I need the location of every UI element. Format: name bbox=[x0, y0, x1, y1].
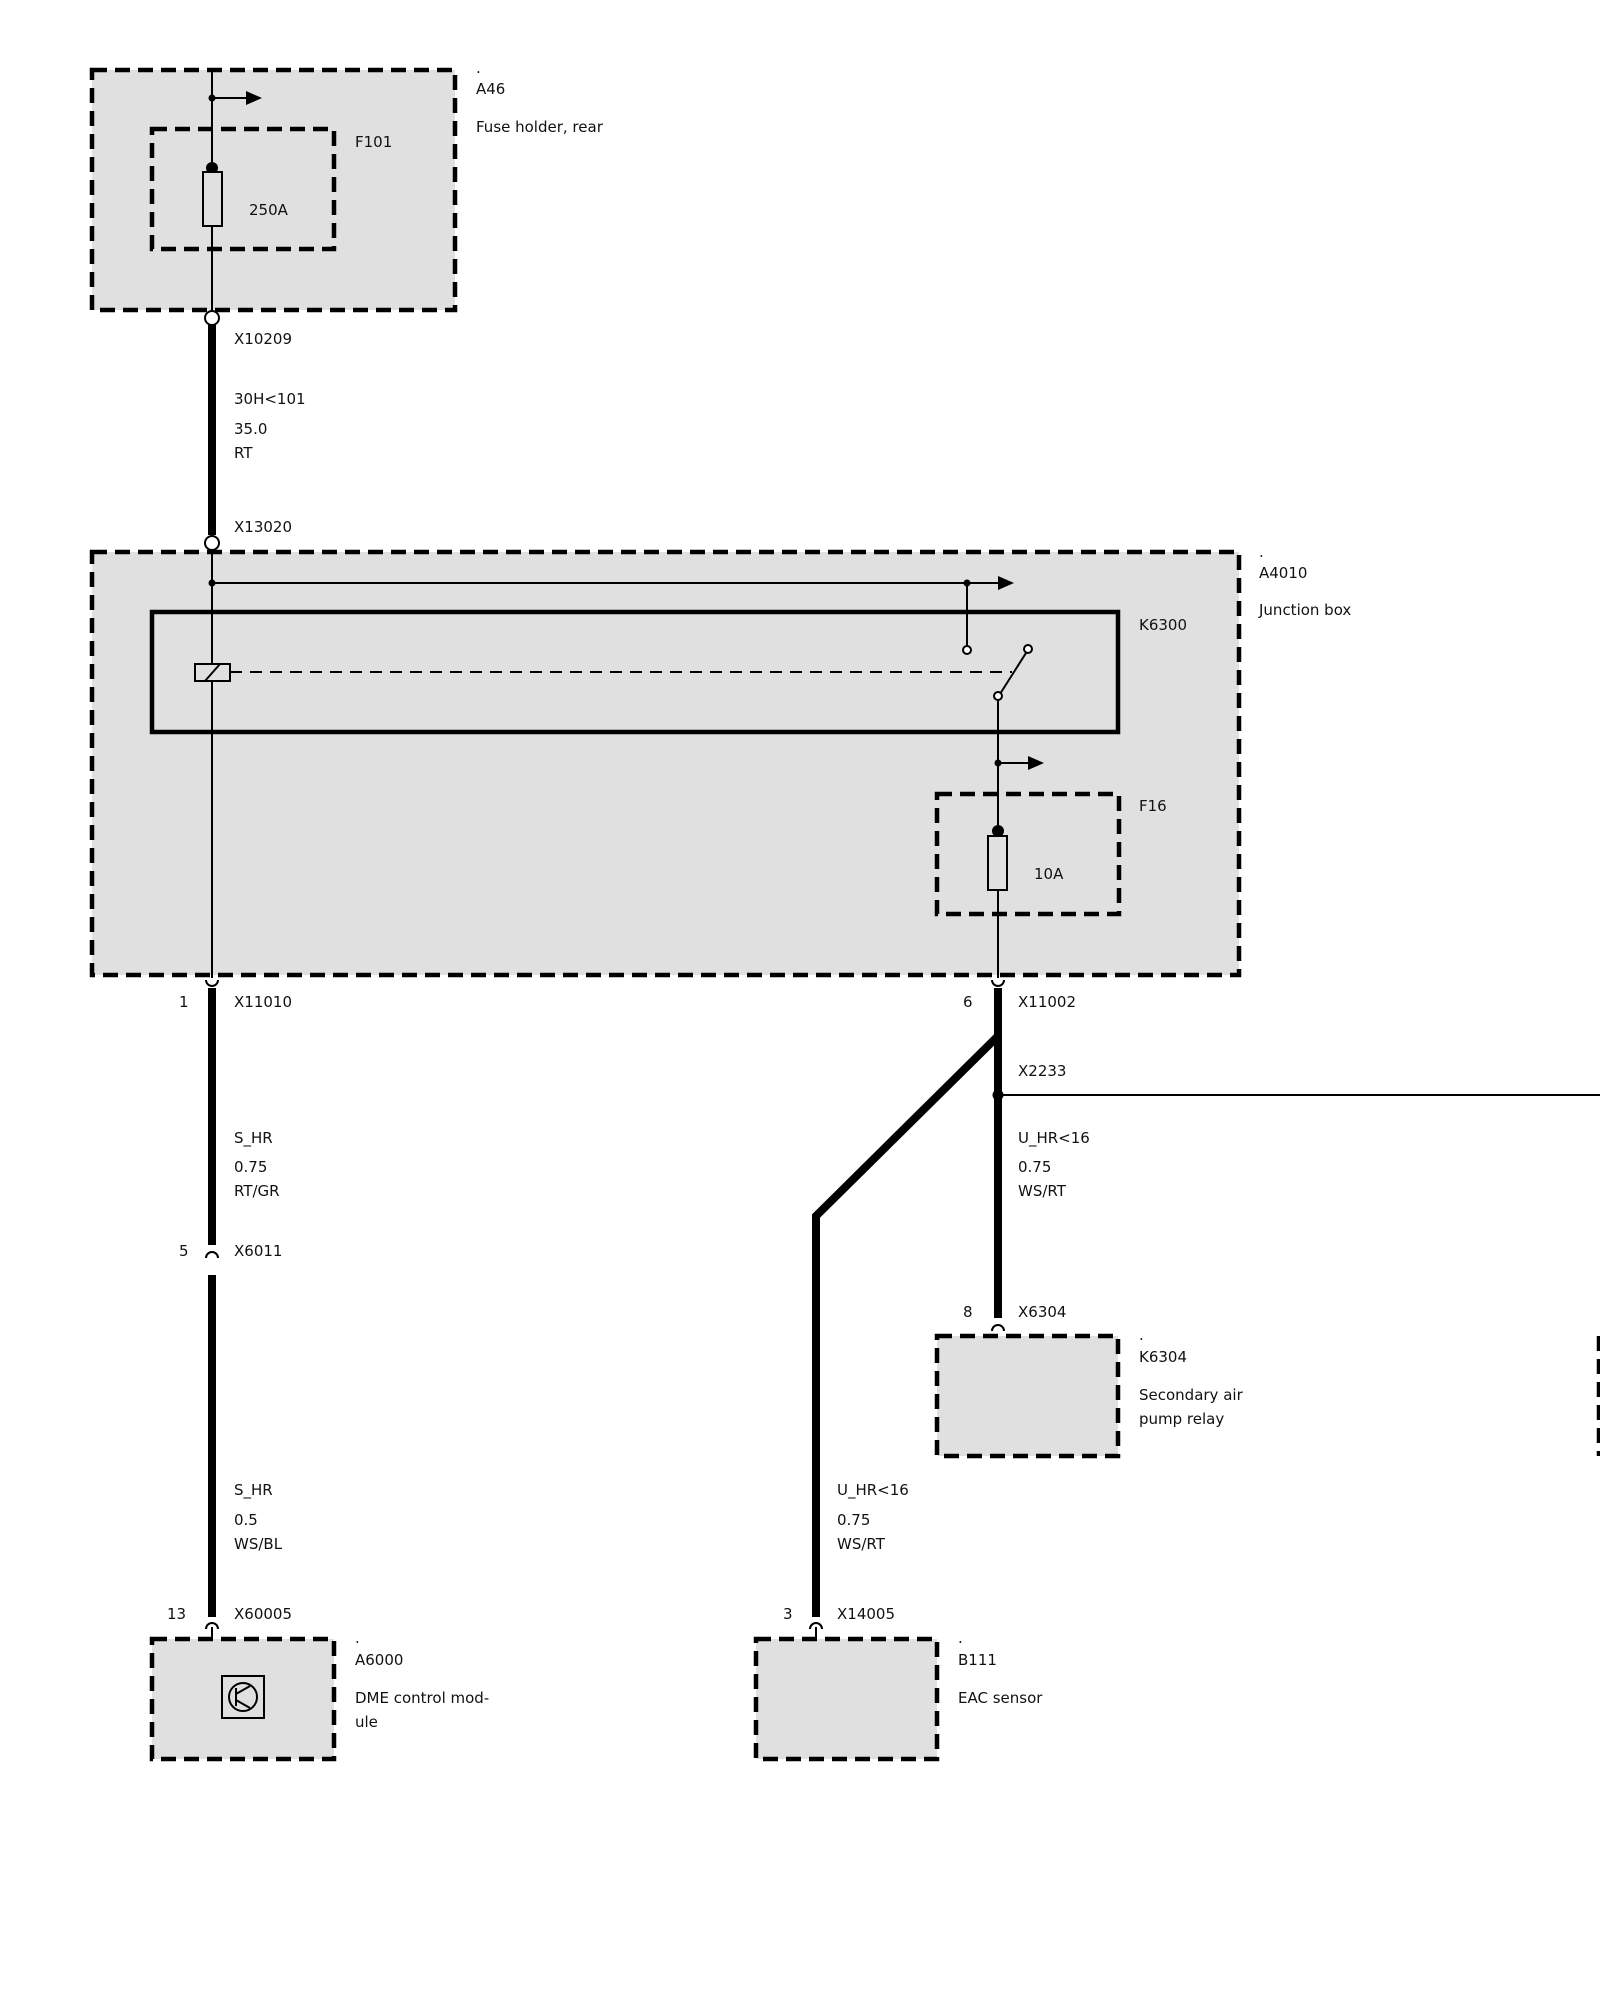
a46-marker: . bbox=[476, 59, 481, 77]
x11010-id: X11010 bbox=[234, 993, 292, 1011]
x2233-id: X2233 bbox=[1018, 1062, 1066, 1080]
transistor-lead bbox=[235, 1685, 251, 1695]
f16-rating: 10A bbox=[1034, 865, 1064, 883]
x6304-id: X6304 bbox=[1018, 1303, 1066, 1321]
w3-size: 0.75 bbox=[1018, 1158, 1051, 1176]
k6304-name-line2: pump relay bbox=[1139, 1410, 1224, 1428]
x6011-id: X6011 bbox=[234, 1242, 282, 1260]
x13020-label: X13020 bbox=[234, 518, 292, 536]
k6304-relay-box bbox=[934, 1333, 1121, 1459]
x6011-pin: 5 bbox=[179, 1242, 189, 1260]
branch-arrow-icon bbox=[998, 576, 1014, 590]
k6300-relay-box bbox=[149, 609, 1121, 735]
connector-x13020-icon bbox=[204, 535, 220, 551]
fuse-terminal-dot bbox=[992, 825, 1004, 837]
fuse-f101-icon bbox=[202, 171, 223, 227]
a4010-marker: . bbox=[1259, 543, 1264, 561]
f16-id: F16 bbox=[1139, 797, 1167, 815]
w3-signal: U_HR<16 bbox=[1018, 1129, 1090, 1148]
x14005-pin: 3 bbox=[783, 1605, 793, 1623]
w5-color: WS/RT bbox=[837, 1535, 886, 1553]
f101-fuse-box bbox=[149, 126, 337, 252]
k6304-name-line1: Secondary air bbox=[1139, 1386, 1244, 1404]
relay-coil-slash bbox=[204, 663, 221, 682]
w4-signal: S_HR bbox=[234, 1481, 273, 1500]
a46-id: A46 bbox=[476, 80, 505, 98]
x11010-pin: 1 bbox=[179, 993, 189, 1011]
a46-name: Fuse holder, rear bbox=[476, 118, 604, 136]
connector-x6011-icon bbox=[205, 1251, 219, 1259]
a4010-id: A4010 bbox=[1259, 564, 1307, 582]
b111-name: EAC sensor bbox=[958, 1689, 1043, 1707]
w5-size: 0.75 bbox=[837, 1511, 870, 1529]
b111-marker: . bbox=[958, 1629, 963, 1647]
a6000-id: A6000 bbox=[355, 1651, 403, 1669]
w5-signal: U_HR<16 bbox=[837, 1481, 909, 1500]
branch-arrow-icon bbox=[1028, 756, 1044, 770]
a4010-name: Junction box bbox=[1258, 601, 1351, 619]
x11002-id: X11002 bbox=[1018, 993, 1076, 1011]
connector-x10209-icon bbox=[204, 310, 220, 326]
b111-eac-sensor-box bbox=[753, 1636, 940, 1762]
w2-signal: S_HR bbox=[234, 1129, 273, 1148]
wire-u-hr-16-sensor bbox=[812, 1033, 1001, 1617]
relay-switch-arm bbox=[999, 652, 1027, 695]
k6300-id: K6300 bbox=[1139, 616, 1187, 634]
connector-x11010-icon bbox=[205, 979, 219, 987]
w2-color: RT/GR bbox=[234, 1182, 280, 1200]
w1-color: RT bbox=[234, 444, 253, 462]
b111-id: B111 bbox=[958, 1651, 997, 1669]
w3-color: WS/RT bbox=[1018, 1182, 1067, 1200]
a6000-name-line2: ule bbox=[355, 1713, 378, 1731]
w2-size: 0.75 bbox=[234, 1158, 267, 1176]
f16-fuse-box bbox=[934, 791, 1122, 917]
a6000-name-line1: DME control mod- bbox=[355, 1689, 489, 1707]
branch-arrow-icon bbox=[246, 91, 262, 105]
a6000-marker: . bbox=[355, 1629, 360, 1647]
x10209-label: X10209 bbox=[234, 330, 292, 348]
connector-x60005-icon bbox=[205, 1622, 219, 1630]
relay-contact bbox=[1023, 644, 1033, 654]
transistor-lead bbox=[235, 1699, 251, 1709]
w4-color: WS/BL bbox=[234, 1535, 283, 1553]
x60005-pin: 13 bbox=[167, 1605, 186, 1623]
f101-rating: 250A bbox=[249, 201, 289, 219]
relay-contact bbox=[993, 691, 1003, 701]
relay-contact bbox=[962, 645, 972, 655]
connector-x6304-icon bbox=[991, 1324, 1005, 1332]
fuse-f16-icon bbox=[987, 835, 1008, 891]
connector-x11002-icon bbox=[991, 979, 1005, 987]
k6304-marker: . bbox=[1139, 1326, 1144, 1344]
x60005-id: X60005 bbox=[234, 1605, 292, 1623]
f101-id: F101 bbox=[355, 133, 392, 151]
x11002-pin: 6 bbox=[963, 993, 973, 1011]
w1-size: 35.0 bbox=[234, 420, 267, 438]
transistor-icon bbox=[228, 1682, 258, 1712]
x14005-id: X14005 bbox=[837, 1605, 895, 1623]
k6304-id: K6304 bbox=[1139, 1348, 1187, 1366]
x6304-pin: 8 bbox=[963, 1303, 973, 1321]
connector-x14005-icon bbox=[809, 1622, 823, 1630]
w1-signal: 30H<101 bbox=[234, 390, 306, 408]
w4-size: 0.5 bbox=[234, 1511, 258, 1529]
